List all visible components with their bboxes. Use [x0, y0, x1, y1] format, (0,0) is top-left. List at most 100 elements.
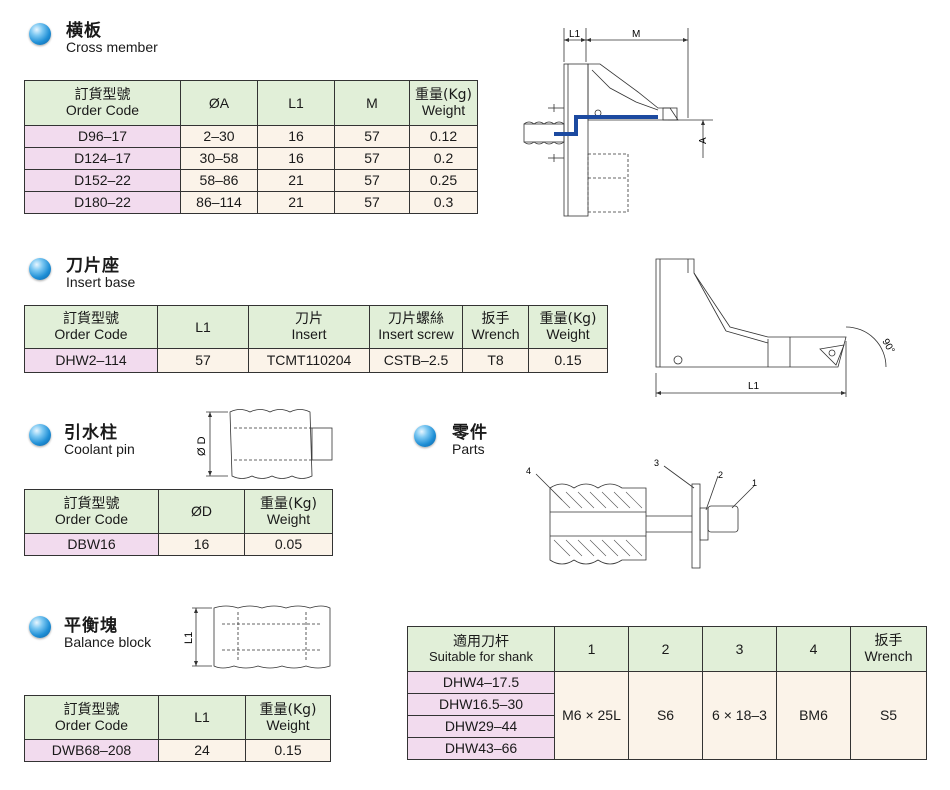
l1-cell: 57	[157, 348, 249, 373]
callout-4: 4	[526, 466, 531, 476]
insert-screw-cell: CSTB–2.5	[369, 348, 463, 373]
shank-cell: DHW16.5–30	[407, 693, 555, 716]
part-3-cell: 6 × 18–3	[702, 671, 777, 760]
order-code-cell: D124–17	[24, 147, 181, 170]
shank-cell: DHW43–66	[407, 737, 555, 760]
insert-base-drawing: 90° L1	[655, 258, 896, 397]
dia-a-cell: 86–114	[180, 191, 258, 214]
dia-d-cell: 16	[158, 533, 245, 556]
table-row: D124–17 30–58 16 57 0.2	[24, 147, 478, 170]
m-cell: 57	[334, 147, 410, 170]
dim-l1-label: L1	[183, 632, 195, 644]
table-row: DHW43–66	[407, 737, 927, 760]
order-code-cell: D180–22	[24, 191, 181, 214]
parts-title-en: Parts	[452, 441, 485, 457]
dim-l1-label: L1	[569, 29, 581, 40]
callout-3: 3	[654, 458, 659, 468]
weight-cell: 0.12	[409, 125, 478, 148]
weight-cell: 0.15	[528, 348, 608, 373]
table-row: DHW29–44	[407, 715, 927, 738]
header-weight: 重量(Kg)Weight	[245, 695, 331, 740]
header-weight: 重量(Kg)Weight	[244, 489, 333, 534]
dia-a-cell: 58–86	[180, 169, 258, 192]
wrench-cell: S5	[850, 671, 927, 760]
table-row: DWB68–208 24 0.15	[24, 739, 331, 762]
header-m: M	[334, 80, 410, 126]
balance-block-title-en: Balance block	[64, 634, 152, 650]
m-cell: 57	[334, 169, 410, 192]
cross-member-title-en: Cross member	[66, 39, 158, 55]
weight-cell: 0.3	[409, 191, 478, 214]
table-row: DBW16 16 0.05	[24, 533, 333, 556]
l1-cell: 21	[257, 169, 335, 192]
dim-l1-label: L1	[748, 381, 760, 392]
section-bullet-icon	[29, 424, 51, 446]
weight-cell: 0.2	[409, 147, 478, 170]
weight-cell: 0.25	[409, 169, 478, 192]
table-row: D96–17 2–30 16 57 0.12	[24, 125, 478, 148]
header-dia-d: ØD	[158, 489, 245, 534]
l1-cell: 16	[257, 125, 335, 148]
header-dia-a: ØA	[180, 80, 258, 126]
l1-cell: 21	[257, 191, 335, 214]
dim-d-label: Ø D	[196, 436, 208, 456]
header-part-3: 3	[702, 626, 777, 672]
section-bullet-icon	[29, 23, 51, 45]
table-row: DHW2–114 57 TCMT110204 CSTB–2.5 T8 0.15	[24, 348, 608, 373]
angle-label: 90°	[879, 337, 896, 356]
insert-base-title-en: Insert base	[66, 274, 136, 290]
part-1-cell: M6 × 25L	[554, 671, 629, 760]
wrench-cell: T8	[462, 348, 529, 373]
parts-title-cn: 零件	[452, 423, 488, 443]
coolant-pin-title-cn: 引水柱	[64, 423, 118, 443]
order-code-cell: DWB68–208	[24, 739, 159, 762]
part-4-cell: BM6	[776, 671, 851, 760]
shank-cell: DHW29–44	[407, 715, 555, 738]
cross-member-drawing: L1 M A	[523, 28, 713, 217]
l1-cell: 16	[257, 147, 335, 170]
table-row: D152–22 58–86 21 57 0.25	[24, 169, 478, 192]
cross-member-title-cn: 横板	[66, 21, 102, 41]
order-code-cell: D152–22	[24, 169, 181, 192]
order-code-cell: DBW16	[24, 533, 159, 556]
insert-cell: TCMT110204	[248, 348, 370, 373]
coolant-pin-drawing: Ø D	[196, 409, 333, 479]
section-bullet-icon	[29, 616, 51, 638]
section-bullet-icon	[414, 425, 436, 447]
weight-cell: 0.05	[244, 533, 333, 556]
order-code-cell: DHW2–114	[24, 348, 158, 373]
header-part-1: 1	[554, 626, 629, 672]
balance-block-title-cn: 平衡塊	[64, 616, 118, 636]
header-weight: 重量(Kg)Weight	[409, 80, 478, 126]
callout-1: 1	[752, 478, 757, 488]
section-bullet-icon	[29, 258, 51, 280]
header-l1: L1	[158, 695, 246, 740]
table-row: D180–22 86–114 21 57 0.3	[24, 191, 478, 214]
parts-drawing: 4 3 2 1	[526, 458, 757, 569]
l1-cell: 24	[158, 739, 246, 762]
shank-cell: DHW4–17.5	[407, 671, 555, 694]
dim-a-label: A	[698, 137, 709, 144]
m-cell: 57	[334, 191, 410, 214]
header-weight: 重量(Kg)Weight	[528, 305, 608, 349]
insert-base-title-cn: 刀片座	[66, 256, 120, 276]
header-part-4: 4	[776, 626, 851, 672]
dia-a-cell: 2–30	[180, 125, 258, 148]
